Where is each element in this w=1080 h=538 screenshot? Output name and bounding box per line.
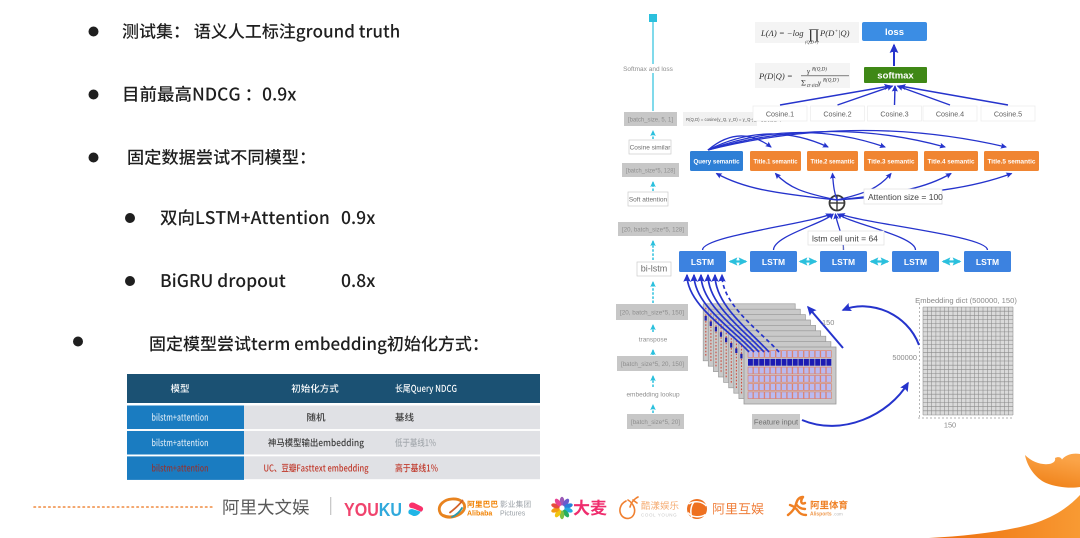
svg-text:softmax: softmax [877, 71, 914, 82]
svg-text:150: 150 [822, 318, 834, 327]
svg-text:loss: loss [885, 27, 904, 38]
svg-text:COOL YOUNG: COOL YOUNG [641, 513, 677, 518]
svg-text:[batch_size*5, 20, 150]: [batch_size*5, 20, 150] [621, 361, 684, 368]
svg-text:Title.2 semantic: Title.2 semantic [811, 159, 855, 166]
svg-text:Alisports: Alisports [810, 512, 832, 518]
svg-text:Pictures: Pictures [500, 511, 526, 518]
svg-text:Query semantic: Query semantic [694, 159, 740, 166]
svg-text:Feature input: Feature input [754, 418, 799, 427]
svg-text:Soft attention: Soft attention [629, 196, 668, 203]
svg-text:[batch_size*5, 20]: [batch_size*5, 20] [631, 419, 680, 426]
svg-text:Alibaba: Alibaba [467, 511, 492, 518]
svg-text:R(Q,D′): R(Q,D′) [822, 79, 839, 84]
svg-text:LSTM: LSTM [904, 257, 927, 267]
svg-text:Cosine.3: Cosine.3 [880, 110, 908, 119]
svg-text:Attention size = 100: Attention size = 100 [868, 192, 943, 202]
svg-text:Cosine.2: Cosine.2 [823, 110, 851, 119]
svg-text:|Q): |Q) [838, 28, 850, 38]
svg-text:∏: ∏ [808, 28, 820, 43]
svg-text:LSTM: LSTM [762, 257, 785, 267]
svg-text:embedding lookup: embedding lookup [626, 391, 680, 398]
svg-text:500000: 500000 [892, 353, 917, 362]
svg-text:transpose: transpose [639, 336, 668, 343]
svg-text:[batch_size*5, 128]: [batch_size*5, 128] [626, 167, 675, 174]
svg-text:.com: .com [833, 512, 843, 517]
svg-text:Cosine.5: Cosine.5 [994, 110, 1022, 119]
svg-text:γ: γ [807, 67, 811, 76]
svg-text:Title.5 semantic: Title.5 semantic [988, 159, 1036, 166]
svg-text:YOUKU: YOUKU [344, 499, 402, 520]
svg-text:R(Q,D): R(Q,D) [811, 68, 827, 73]
svg-text:Σ: Σ [801, 78, 806, 88]
svg-text:L(Λ) = −log: L(Λ) = −log [760, 28, 804, 38]
svg-text:P(D|Q) =: P(D|Q) = [758, 71, 793, 81]
svg-text:LSTM: LSTM [976, 257, 999, 267]
svg-text:[batch_size, 5, 1]: [batch_size, 5, 1] [628, 116, 673, 123]
svg-text:Title.1 semantic: Title.1 semantic [754, 159, 798, 166]
svg-text:Cosine.4: Cosine.4 [936, 110, 964, 119]
svg-text:Embedding dict (500000, 150): Embedding dict (500000, 150) [915, 296, 1017, 305]
svg-text:[20, batch_size*5, 128]: [20, batch_size*5, 128] [622, 226, 684, 233]
svg-text:+: + [835, 29, 839, 35]
svg-text:(Q,D+): (Q,D+) [805, 40, 819, 46]
svg-text:lstm cell unit = 64: lstm cell unit = 64 [812, 234, 878, 244]
svg-text:γ: γ [818, 78, 822, 87]
svg-text:[20, batch_size*5, 150]: [20, batch_size*5, 150] [620, 309, 684, 316]
svg-text:P(D: P(D [819, 28, 835, 38]
svg-text:LSTM: LSTM [832, 257, 855, 267]
svg-text:D′∈D: D′∈D [806, 83, 819, 88]
svg-text:150: 150 [944, 421, 956, 430]
svg-text:R(Q,D) = cosine(y_Q, y_D) = y_: R(Q,D) = cosine(y_Q, y_D) = y_Q·y_D/|y_Q… [686, 117, 781, 122]
svg-text:Cosine.1: Cosine.1 [766, 110, 794, 119]
svg-text:bi-lstm: bi-lstm [641, 263, 668, 273]
svg-text:Title.3 semantic: Title.3 semantic [868, 159, 915, 166]
svg-text:LSTM: LSTM [691, 257, 714, 267]
svg-text:Softmax and loss: Softmax and loss [623, 66, 674, 73]
svg-text:Cosine similar: Cosine similar [630, 144, 672, 151]
svg-text:Title.4 semantic: Title.4 semantic [928, 159, 975, 166]
